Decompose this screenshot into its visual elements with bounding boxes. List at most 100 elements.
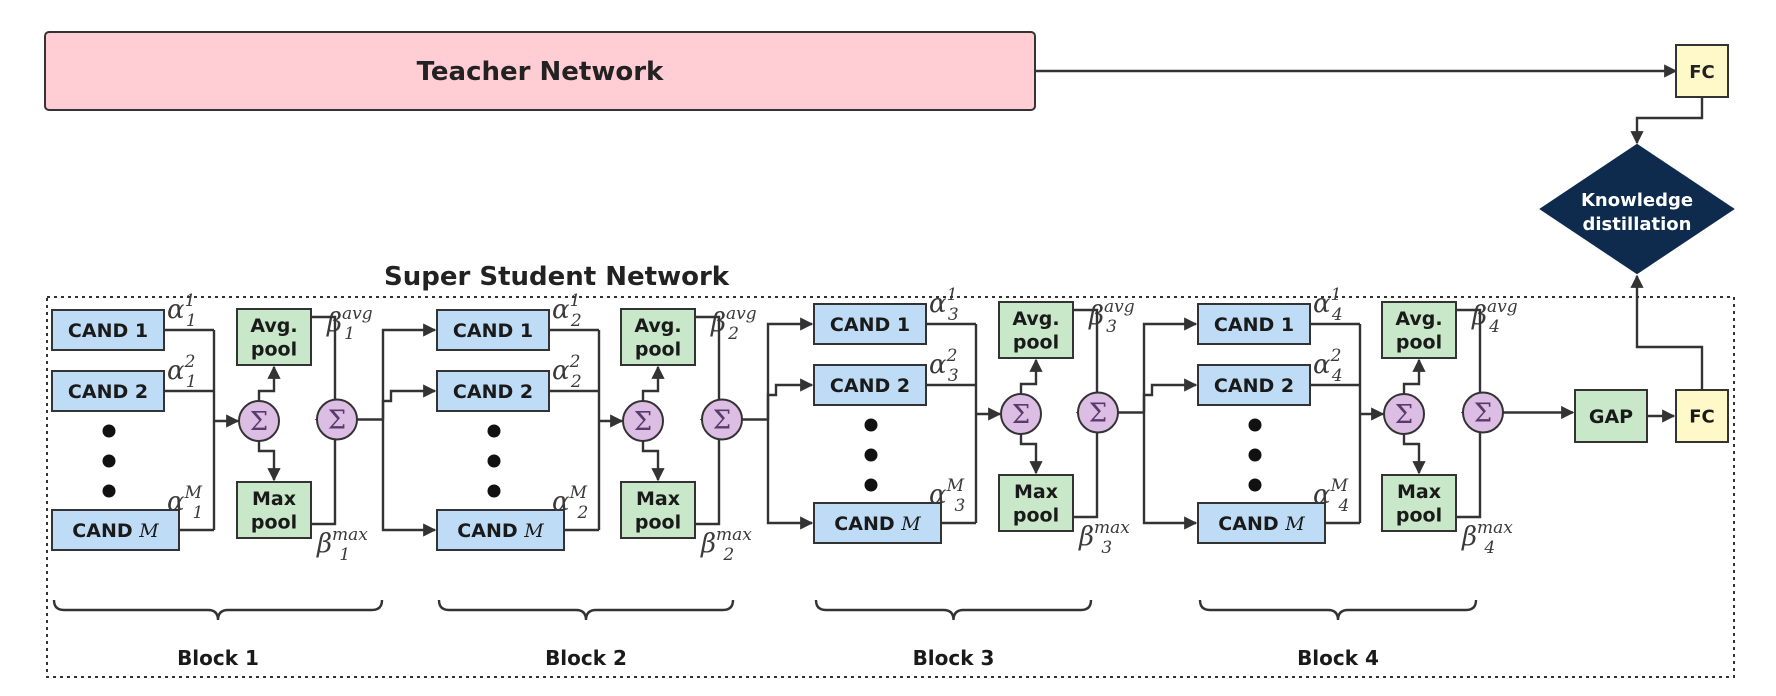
block-2-output-sum: Σ — [701, 398, 743, 441]
gap-node: GAP — [1574, 389, 1648, 443]
block-1-sum-to-max-arrow — [257, 441, 281, 482]
block-2-max-pool-label: Max — [636, 488, 680, 510]
block-4-cand-1: CAND 1 — [1197, 303, 1311, 345]
block-4-max-pool-label: pool — [1396, 505, 1442, 527]
block-2-cand-M-label: CAND M — [457, 520, 544, 542]
teacher-fc-box — [1675, 44, 1729, 98]
block-3-ellipsis-dot — [864, 478, 878, 492]
block-1-cand-2-label: CAND 2 — [68, 381, 148, 403]
teacher-fc-label: FC — [1689, 62, 1715, 83]
block-4-sum-symbol: Σ — [1395, 400, 1413, 430]
block-1-max-pool-label: Max — [252, 488, 296, 510]
block-3-avg-pool-label: pool — [1013, 332, 1059, 354]
block-2-avg-pool-label: Avg. — [634, 315, 681, 337]
block-3-cand-2-label: CAND 2 — [830, 375, 910, 397]
block-4-output-sum: Σ — [1462, 391, 1504, 434]
block-4-max-pool-box — [1381, 474, 1457, 532]
block-2-sum-to-avg-arrow — [641, 365, 665, 401]
block-3-avg-pool-label: Avg. — [1012, 308, 1059, 330]
knowledge-distillation-diamond — [1539, 143, 1735, 275]
block-4-cand-2: CAND 2 — [1197, 364, 1311, 406]
block-1-avg-pool-label: pool — [251, 339, 297, 361]
block-2-ellipsis-dot — [487, 484, 501, 498]
block-1-avg-pool: Avg.pool — [236, 308, 312, 366]
block-2-cand-1-label: CAND 1 — [453, 320, 533, 342]
block-2-avg-pool: Avg.pool — [620, 308, 696, 366]
block-1-cand-1-label: CAND 1 — [68, 320, 148, 342]
block-1-output-sum-symbol: Σ — [328, 406, 346, 436]
gap-node-label: GAP — [1589, 406, 1633, 428]
block-3-avg-pool-box — [998, 301, 1074, 359]
block-1-max-pool-label: pool — [251, 512, 297, 534]
block-1-cand-2-box — [51, 370, 165, 412]
block-4-output-sum-symbol: Σ — [1474, 399, 1492, 429]
block-3-ellipsis-dot — [864, 448, 878, 462]
block-4-cand-M: CAND M — [1197, 502, 1326, 544]
block-3-cand-M: CAND M — [813, 502, 942, 544]
block-1-ellipsis-dot — [102, 454, 116, 468]
block-2-sum: Σ — [622, 400, 664, 442]
block-3-cand-1: CAND 1 — [813, 303, 927, 345]
teacher-network-node: Teacher Network — [44, 31, 1036, 111]
block-3-cand-2-box — [813, 364, 927, 406]
block-4-sum: Σ — [1383, 393, 1425, 435]
block-4-brace — [1198, 599, 1478, 621]
block-1-ellipsis-dot — [102, 424, 116, 438]
block-3-label: Block 3 — [913, 646, 995, 670]
block-1-sum-to-avg-arrow — [257, 365, 281, 401]
block-3-avg-pool: Avg.pool — [998, 301, 1074, 359]
block-3-ellipsis-dot — [864, 418, 878, 432]
block-2-brace — [437, 599, 735, 621]
block-4-label: Block 4 — [1297, 646, 1379, 670]
block-3-max-pool-label: Max — [1014, 481, 1058, 503]
knowledge-distillation-node: Knowledge distillation — [1539, 143, 1735, 275]
block-2-cand-1: CAND 1 — [436, 309, 550, 351]
block-3-max-pool-label: pool — [1013, 505, 1059, 527]
block-4-ellipsis-dot — [1248, 418, 1262, 432]
block-1-sum: Σ — [238, 400, 280, 442]
block-3-sum-symbol: Σ — [1012, 400, 1030, 430]
teacher-network-label: Teacher Network — [417, 57, 664, 87]
block-3-output-sum-symbol: Σ — [1089, 399, 1107, 429]
block-4-to-cand1-arrow — [1142, 317, 1198, 413]
block-2-cand-2-label: CAND 2 — [453, 381, 533, 403]
block-1-cand-M: CAND M — [51, 509, 180, 551]
block-2-avg-pool-box — [620, 308, 696, 366]
block-3-cand-M-label: CAND M — [834, 513, 921, 535]
block-3-sum-to-max-arrow — [1019, 434, 1043, 475]
block-1-brace — [52, 599, 384, 621]
block-1-cand-1: CAND 1 — [51, 309, 165, 351]
block-3-to-cand2-arrow — [766, 378, 814, 420]
block-2-to-cand2-arrow — [381, 384, 437, 420]
block-4-avg-pool-box — [1381, 301, 1457, 359]
block-2-sum-to-max-arrow — [641, 441, 665, 482]
student-fc-node: FC — [1675, 389, 1729, 443]
block-1-cand-M-box — [51, 509, 180, 551]
block-3-cand-2: CAND 2 — [813, 364, 927, 406]
block-3-cand-1-box — [813, 303, 927, 345]
block-1-max-pool-box — [236, 481, 312, 539]
block-4-sum-to-max-arrow — [1402, 434, 1426, 475]
block-2-output-sum-symbol: Σ — [713, 406, 731, 436]
block-3-brace — [814, 599, 1093, 621]
block-4-sum-to-avg-arrow — [1402, 358, 1426, 394]
block-3-output-sum: Σ — [1077, 391, 1119, 434]
knowledge-distillation-line1: Knowledge — [1581, 190, 1693, 211]
block-2-cand-2: CAND 2 — [436, 370, 550, 412]
block-4-avg-pool-label: pool — [1396, 332, 1442, 354]
block-4-cand-2-label: CAND 2 — [1214, 375, 1294, 397]
